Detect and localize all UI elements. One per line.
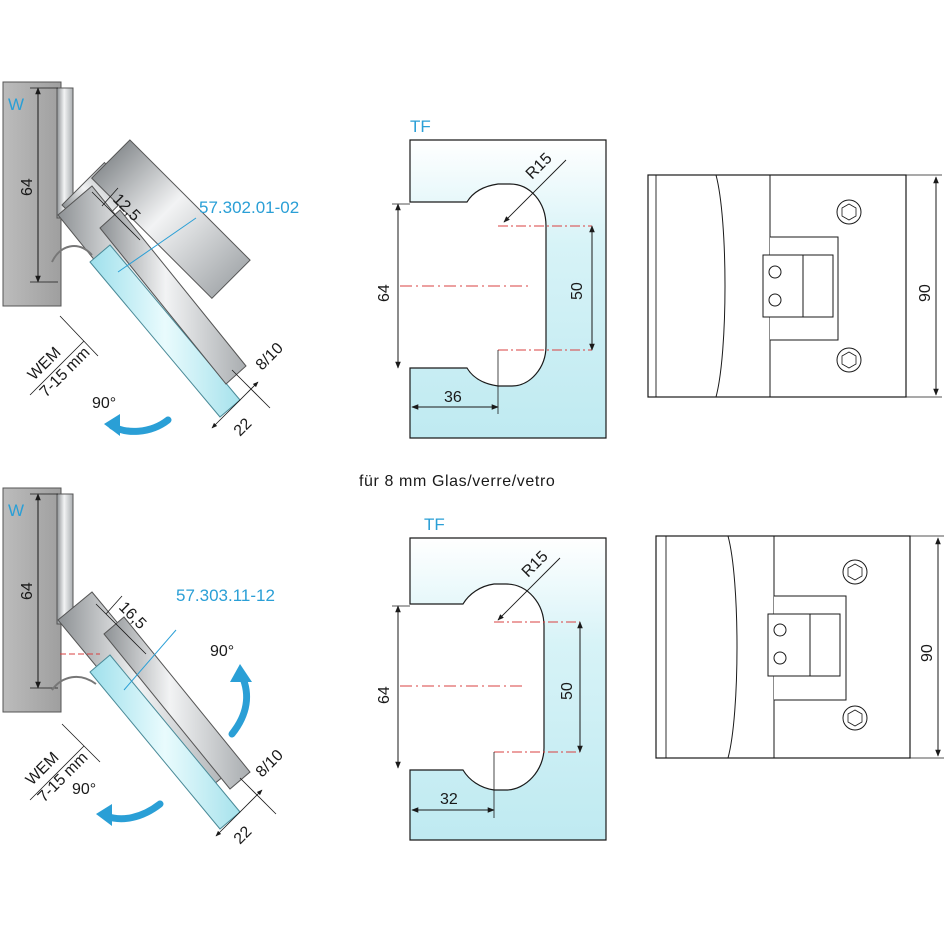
dim-depth: 22 xyxy=(231,823,256,848)
clamp-plate xyxy=(103,616,251,790)
wall-label: W xyxy=(8,501,24,520)
dim-height: 64 xyxy=(19,582,36,600)
dim-cutout-height: 64 xyxy=(376,284,393,302)
wall-label: W xyxy=(8,95,24,114)
article-leader xyxy=(117,217,197,273)
angle-label-upper: 90° xyxy=(210,643,234,660)
dim-front-height: 90 xyxy=(917,284,934,302)
rotation-arrow-head xyxy=(104,414,120,436)
hex-bolt-icon xyxy=(842,705,868,731)
article-leader xyxy=(123,629,177,691)
dim-glass: 8/10 xyxy=(253,340,287,374)
screw-icon xyxy=(768,265,782,279)
top-cutout-view: TF R15 64 50 36 xyxy=(376,117,607,439)
bottom-cutout-view: TF R15 64 50 32 xyxy=(376,515,607,841)
clamp-plate xyxy=(99,209,247,385)
dim-inner: 50 xyxy=(559,682,576,700)
dim-width: 32 xyxy=(440,791,458,808)
dim-width: 36 xyxy=(444,389,462,406)
dim-depth: 22 xyxy=(231,415,256,440)
glass-thickness-caption: für 8 mm Glas/verre/vetro xyxy=(359,473,555,490)
glass-plate xyxy=(409,537,607,841)
article-number: 57.302.01-02 xyxy=(199,198,299,217)
bottom-side-view: W 64 16,5 57.303.11-12 90° WEM 7-15 mm 9… xyxy=(2,487,287,848)
top-side-view: W 64 12,5 57.302.01-02 WEM 7-15 mm 8/10 xyxy=(2,81,299,440)
glass-label: TF xyxy=(410,117,431,136)
hinge-wall-plate xyxy=(56,493,74,625)
seal-profile xyxy=(51,245,93,263)
glass-label: TF xyxy=(424,515,445,534)
hex-bolt-icon xyxy=(842,559,868,585)
screw-icon xyxy=(773,651,787,665)
wall-block xyxy=(2,81,62,307)
angle-label: 90° xyxy=(92,395,116,412)
rotation-arrow-head xyxy=(230,664,252,682)
dim-front-height: 90 xyxy=(919,644,936,662)
screw-icon xyxy=(773,623,787,637)
glass-plate xyxy=(409,139,607,439)
screw-icon xyxy=(768,293,782,307)
dim-height: 64 xyxy=(19,178,36,196)
rotation-arrow xyxy=(102,800,164,823)
hex-bolt-icon xyxy=(836,347,862,373)
bottom-front-view: 90 xyxy=(655,535,944,759)
dim-inner: 50 xyxy=(569,282,586,300)
top-front-view: 90 xyxy=(647,174,942,398)
rotation-arrow-head xyxy=(96,804,112,826)
rotation-arrow xyxy=(228,672,251,738)
hex-bolt-icon xyxy=(836,199,862,225)
seal-profile xyxy=(51,675,97,691)
rotation-arrow xyxy=(108,416,172,435)
article-number: 57.303.11-12 xyxy=(176,586,275,605)
dim-cutout-height: 64 xyxy=(376,686,393,704)
angle-label-lower: 90° xyxy=(72,781,96,798)
dim-glass: 8/10 xyxy=(253,747,287,781)
